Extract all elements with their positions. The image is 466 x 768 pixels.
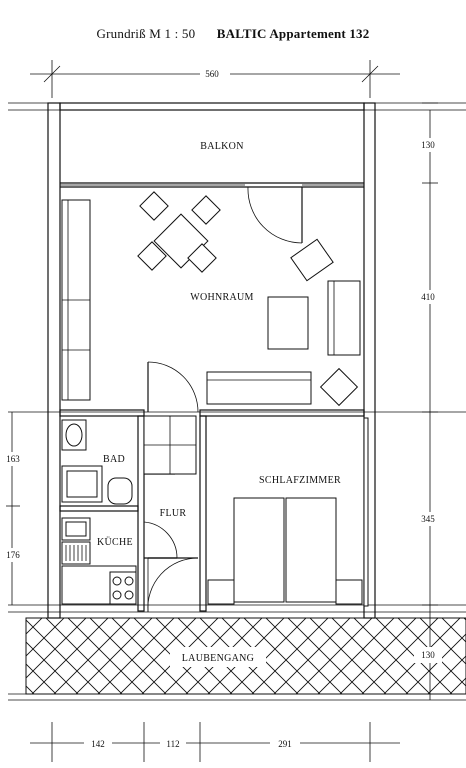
dim-bottom-1: 142 [91, 739, 105, 749]
room-kueche: KÜCHE [97, 536, 133, 548]
left-wall [47, 102, 61, 619]
dim-kueche-depth: 176 [6, 550, 20, 560]
corridor-wardrobe [143, 415, 197, 475]
dim-wohnraum-depth: 410 [421, 292, 435, 302]
dim-laubengang-depth: 130 [421, 650, 435, 660]
dim-balkon-depth: 130 [421, 140, 435, 150]
balcony-door [247, 186, 303, 244]
room-wohnraum: WOHNRAUM [190, 292, 254, 303]
top-dimension [30, 60, 400, 98]
right-dimensions [414, 102, 442, 606]
dim-bottom-3: 291 [278, 739, 292, 749]
dim-bad-depth: 163 [6, 454, 20, 464]
living-sleeping-wall [59, 409, 365, 417]
plan-title: Grundriß M 1 : 50 BALTIC Appartement 132 [0, 26, 466, 42]
sleeping-furniture [207, 417, 369, 607]
bath-kitchen-wall [59, 505, 139, 512]
bathroom-fixtures [61, 419, 133, 505]
dim-total-width: 560 [205, 69, 219, 79]
kitchen-door [143, 521, 178, 559]
bottom-dimension [30, 722, 400, 762]
room-laubengang: LAUBENGANG [182, 653, 254, 664]
dim-schlafzimmer-depth: 345 [421, 514, 435, 524]
left-dimensions [2, 412, 24, 605]
living-window-wall [60, 182, 364, 188]
living-furniture [61, 191, 361, 407]
room-bad: BAD [103, 454, 125, 465]
apartment-name: BALTIC Appartement 132 [216, 26, 370, 41]
sleep-wall-left [199, 415, 207, 612]
room-balkon: BALKON [200, 141, 243, 152]
kitchen-fixtures [61, 517, 137, 605]
entrance-door [147, 557, 199, 613]
living-door [147, 361, 199, 413]
balcony-railing [59, 102, 365, 111]
bath-wall-right [137, 415, 145, 612]
room-schlafzimmer: SCHLAFZIMMER [259, 475, 341, 486]
room-flur: FLUR [160, 508, 187, 519]
dim-bottom-2: 112 [166, 739, 179, 749]
scale-label: Grundriß M 1 : 50 [96, 26, 196, 41]
